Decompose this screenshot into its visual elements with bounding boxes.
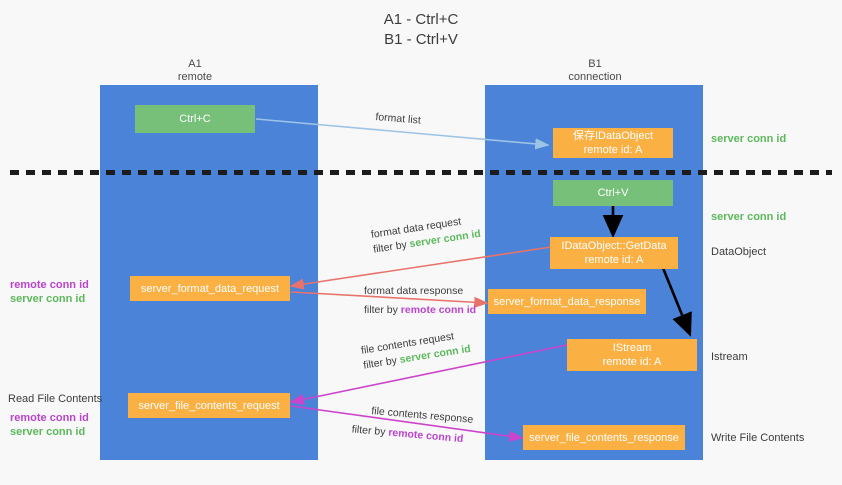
column-b1-sub: connection (568, 71, 622, 83)
node-server-file-contents-request[interactable]: server_file_contents_request (128, 393, 290, 418)
node-istream-line2: remote id: A (602, 356, 662, 368)
node-istream-line1: IStream (612, 342, 652, 354)
edge-label-file-contents-response: file contents response filter by remote … (351, 404, 474, 448)
diagram-title: A1 - Ctrl+C B1 - Ctrl+V (0, 10, 842, 50)
column-a1-name: A1 (188, 58, 202, 70)
annotation-group-format: remote conn id server conn id (10, 278, 89, 306)
edge-label-fdres-main: format data response (364, 285, 464, 297)
annotation-istream: Istream (711, 351, 748, 363)
annotation-dataobject: DataObject (711, 246, 767, 258)
annotation-write-file-contents: Write File Contents (711, 432, 805, 444)
annotation-format-remote-conn-id: remote conn id (10, 279, 89, 291)
node-server-format-data-response-label: server_format_data_response (493, 295, 641, 308)
node-ctrl-c[interactable]: Ctrl+C (135, 105, 255, 133)
node-server-format-data-request[interactable]: server_format_data_request (130, 276, 290, 301)
node-server-file-contents-response[interactable]: server_file_contents_response (523, 425, 685, 450)
node-save-idataobject-line2: remote id: A (583, 144, 643, 156)
node-istream[interactable]: IStream remote id: A (567, 339, 697, 371)
node-server-format-data-request-label: server_format_data_request (140, 282, 280, 295)
annotation-read-file-contents: Read File Contents (8, 393, 103, 405)
annotation-file-server-conn-id: server conn id (10, 426, 86, 438)
edge-label-fcres-filter-prefix: filter by (351, 423, 389, 439)
node-getdata-line1: IDataObject::GetData (561, 240, 667, 252)
node-ctrl-v-label: Ctrl+V (597, 187, 629, 199)
edge-label-fdres-filter-prefix: filter by (364, 304, 401, 316)
edge-label-fcres-filter-key: remote conn id (387, 426, 464, 446)
node-ctrl-c-label: Ctrl+C (179, 113, 211, 125)
column-header-a1: A1 remote (115, 58, 275, 84)
edge-label-format-list-text: format list (374, 110, 422, 127)
node-save-idataobject-line1: 保存IDataObject (572, 130, 654, 142)
node-server-file-contents-request-label: server_file_contents_request (138, 399, 280, 412)
node-server-file-contents-response-label: server_file_contents_response (529, 431, 679, 444)
edge-label-fdres-filter: filter by remote conn id (364, 303, 476, 318)
node-save-idataobject[interactable]: 保存IDataObject remote id: A (553, 128, 673, 158)
annotation-group-file: remote conn id server conn id (10, 411, 89, 439)
edge-label-format-data-response: format data response filter by remote co… (364, 284, 476, 318)
dashed-divider (10, 170, 832, 175)
edge-label-file-contents-request: file contents request filter by server c… (360, 327, 472, 374)
column-a1-sub: remote (177, 71, 213, 83)
edge-label-format-list: format list (375, 110, 422, 129)
edge-label-fdreq-filter-prefix: filter by (372, 238, 411, 256)
node-getdata-line2: remote id: A (584, 254, 644, 266)
title-line-2: B1 - Ctrl+V (384, 31, 458, 48)
node-idataobject-getdata[interactable]: IDataObject::GetData remote id: A (550, 237, 678, 269)
column-header-b1: B1 connection (515, 58, 675, 84)
node-server-format-data-response[interactable]: server_format_data_response (488, 289, 646, 314)
column-b1-name: B1 (588, 58, 602, 70)
annotation-file-remote-conn-id: remote conn id (10, 412, 89, 424)
annotation-format-server-conn-id: server conn id (10, 293, 86, 305)
title-line-1: A1 - Ctrl+C (383, 11, 459, 28)
edge-label-fdres-filter-key: remote conn id (400, 304, 477, 316)
annotation-server-conn-id-second: server conn id (711, 211, 787, 223)
edge-label-fcres-main: file contents response (370, 404, 474, 426)
annotation-server-conn-id-top: server conn id (711, 133, 787, 145)
edge-label-format-data-request: format data request filter by server con… (370, 212, 482, 258)
node-ctrl-v[interactable]: Ctrl+V (553, 180, 673, 206)
